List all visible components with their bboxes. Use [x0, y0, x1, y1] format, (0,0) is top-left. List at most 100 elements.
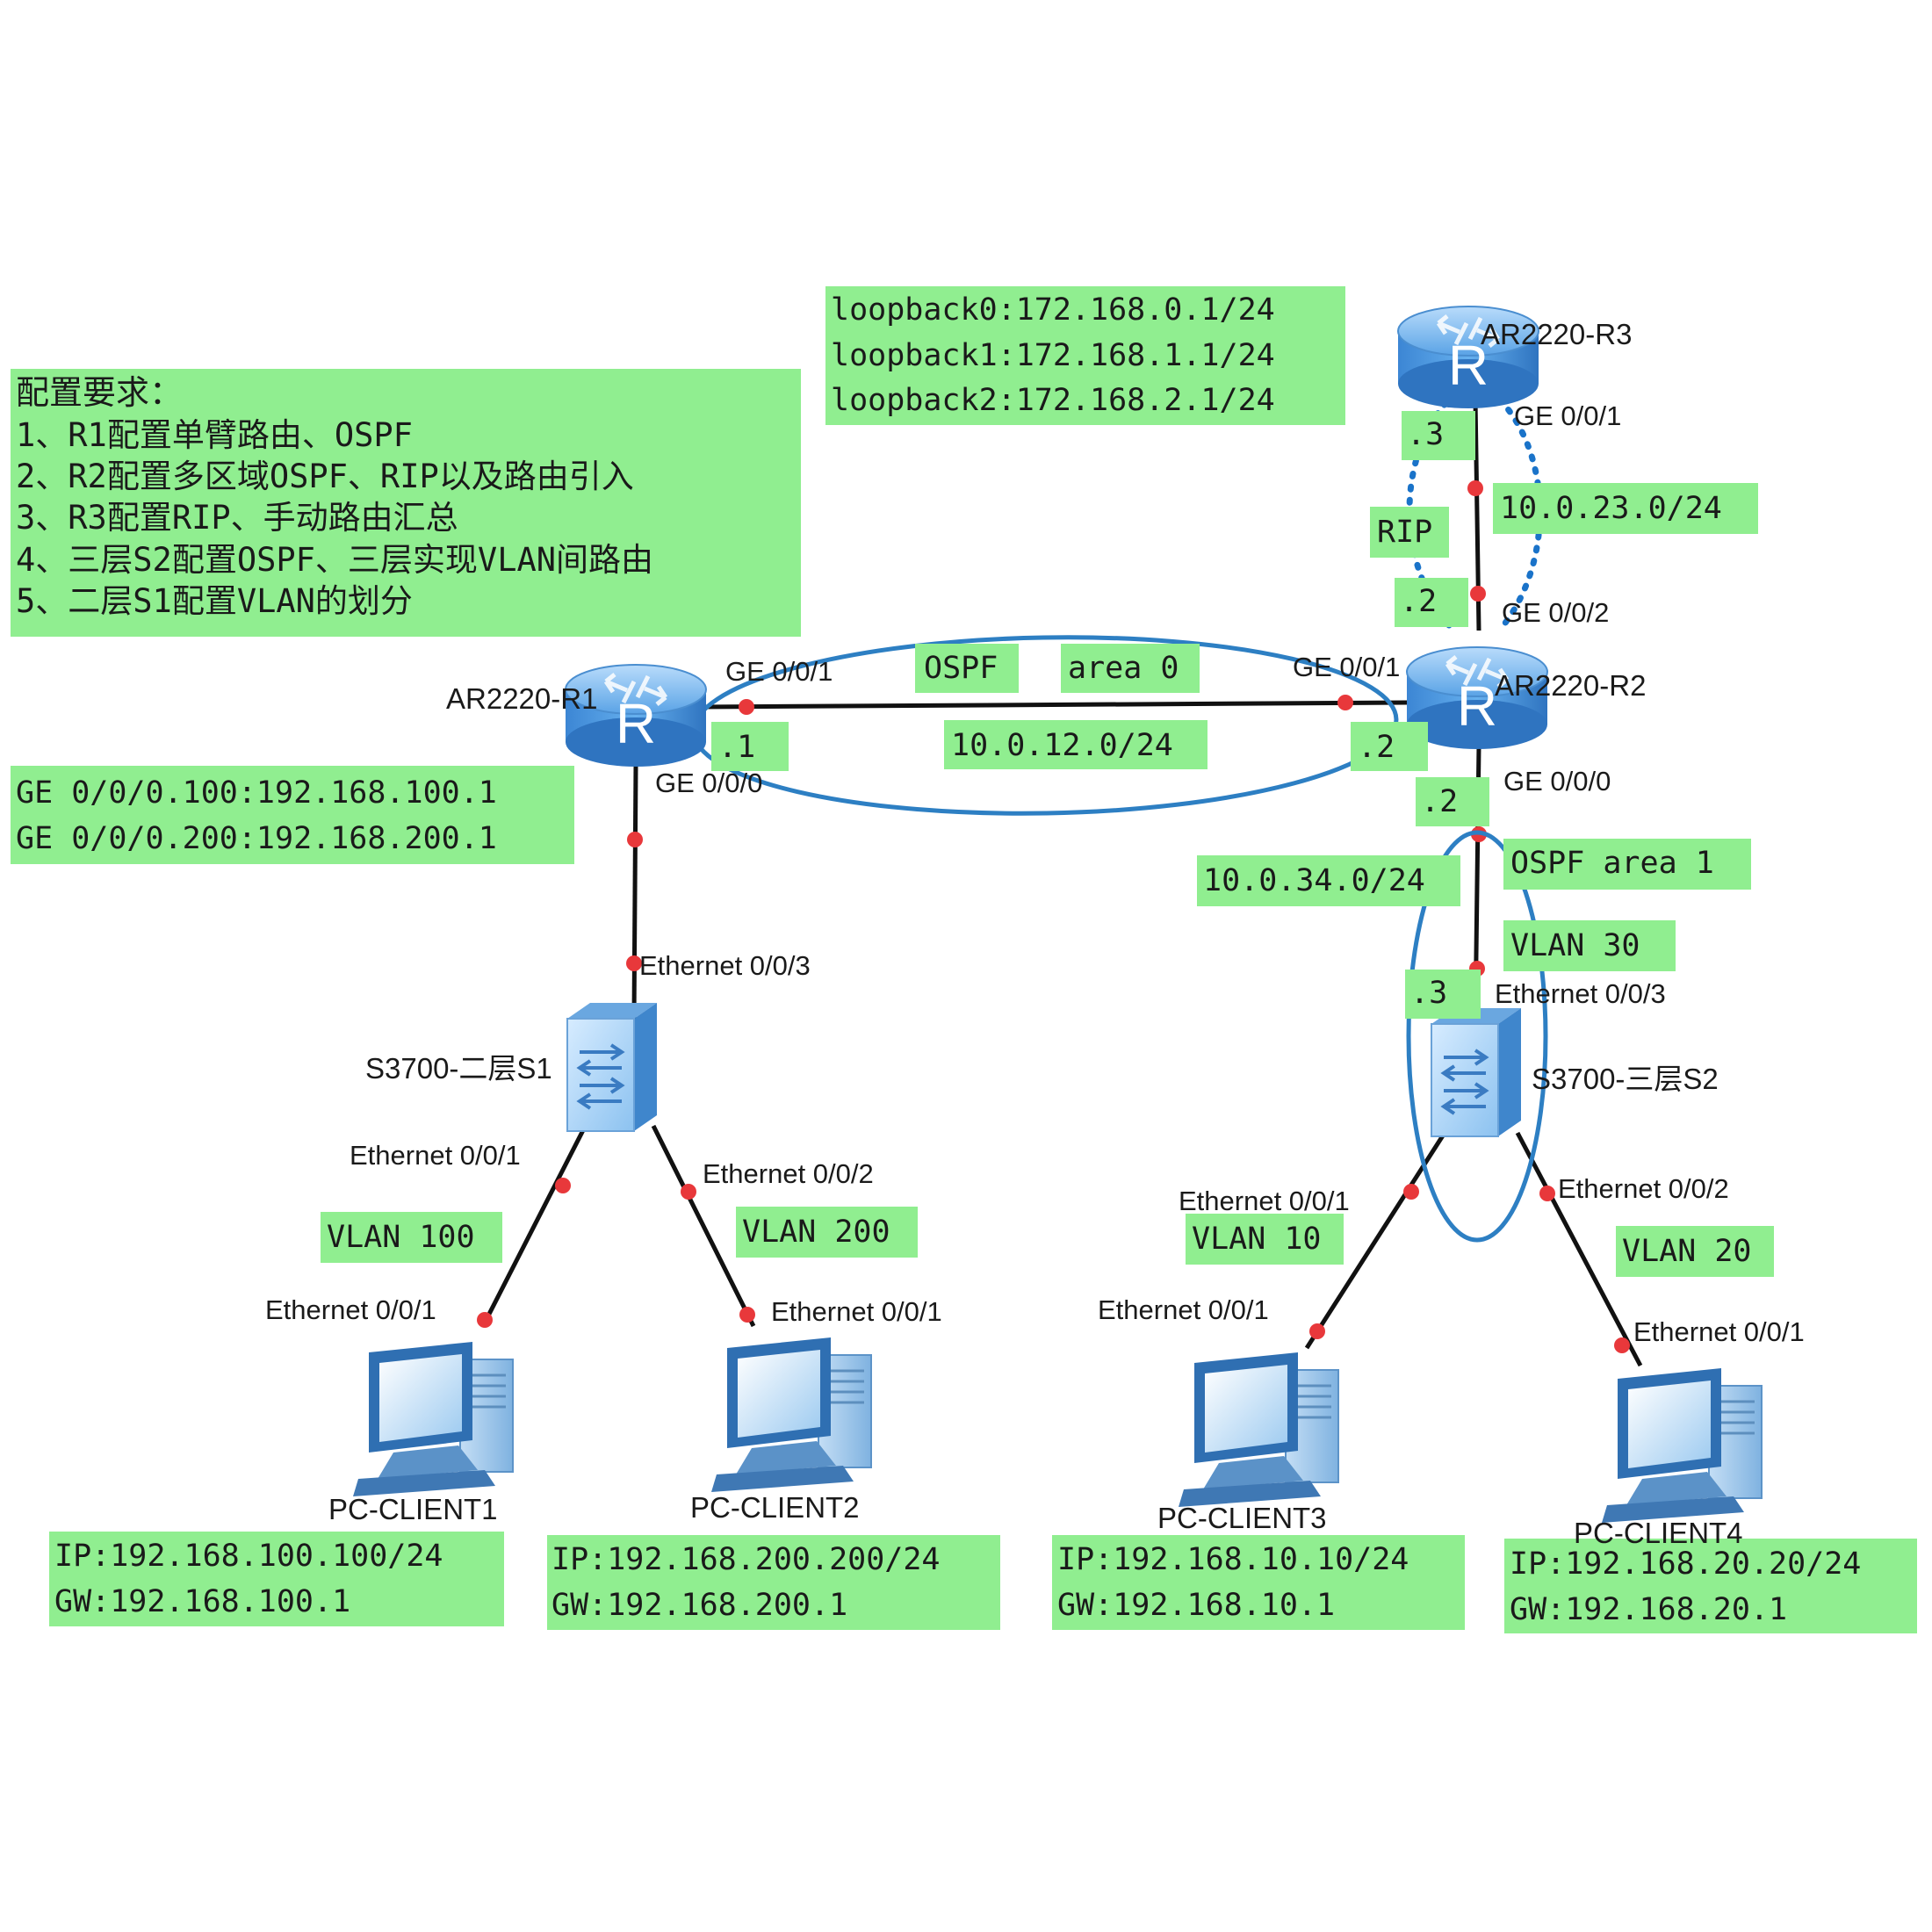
- pc-icon: [1177, 1351, 1340, 1509]
- ospf-area1-label: OSPF area 1: [1510, 846, 1714, 881]
- pc4-name-label: PC-CLIENT4: [1574, 1517, 1743, 1549]
- s2-host-label: .3: [1410, 976, 1447, 1011]
- pc-client4[interactable]: [1600, 1366, 1763, 1525]
- ospf-area0-label: OSPF: [924, 651, 998, 686]
- requirement-5: 5、二层S1配置VLAN的划分: [16, 582, 413, 620]
- vlan10-label: VLAN 10: [1192, 1222, 1322, 1257]
- pc1-gw: GW:192.168.100.1: [54, 1584, 350, 1619]
- pc2-ip-panel: IP:192.168.200.200/24 GW:192.168.200.1: [547, 1535, 1000, 1630]
- net23-label: 10.0.23.0/24: [1500, 491, 1722, 526]
- r2-host-34-label: .2: [1421, 784, 1458, 819]
- net12-label: 10.0.12.0/24: [951, 728, 1173, 763]
- loopback-panel: loopback0:172.168.0.1/24 loopback1:172.1…: [825, 286, 1345, 425]
- pc3-ip: IP:192.168.10.10/24: [1057, 1542, 1409, 1577]
- vlan200-label: VLAN 200: [742, 1215, 890, 1250]
- link-s2-pc3: [1304, 1131, 1447, 1350]
- net34-label: 10.0.34.0/24: [1203, 863, 1425, 898]
- port-dot-r1-ge000: [627, 832, 643, 847]
- port-dot-pc1-eth: [477, 1312, 493, 1328]
- port-dot-s1-eth003: [626, 955, 642, 971]
- pc2-gw: GW:192.168.200.1: [551, 1588, 847, 1623]
- port-dot-r2-ge002: [1470, 586, 1486, 602]
- r2-ge000-label: GE 0/0/0: [1503, 766, 1611, 797]
- pc4-ip: IP:192.168.20.20/24: [1510, 1546, 1861, 1582]
- requirement-3: 3、R3配置RIP、手动路由汇总: [16, 499, 458, 537]
- pc2-eth-label: Ethernet 0/0/1: [771, 1296, 942, 1327]
- r1-ge000-label: GE 0/0/0: [655, 768, 762, 798]
- r2-host-12-label: .2: [1358, 730, 1395, 765]
- link-s2-pc4: [1515, 1131, 1643, 1367]
- pc-icon: [1600, 1366, 1763, 1525]
- requirement-1: 1、R1配置单臂路由、OSPF: [16, 416, 413, 454]
- pc1-ip: IP:192.168.100.100/24: [54, 1539, 443, 1574]
- vlan20-label: VLAN 20: [1622, 1234, 1752, 1269]
- r2-ge001-label: GE 0/0/1: [1293, 652, 1400, 682]
- s1-name-label: S3700-二层S1: [365, 1052, 552, 1085]
- s2-eth001-label: Ethernet 0/0/1: [1179, 1186, 1350, 1216]
- port-dot-s2-eth002: [1539, 1186, 1555, 1201]
- s1-eth003-label: Ethernet 0/0/3: [639, 950, 811, 981]
- pc3-name-label: PC-CLIENT3: [1157, 1502, 1327, 1534]
- pc-icon: [351, 1340, 515, 1498]
- port-dot-s1-eth001: [555, 1178, 571, 1193]
- switch-s1[interactable]: [566, 1001, 659, 1133]
- s1-eth002-label: Ethernet 0/0/2: [703, 1158, 874, 1189]
- pc4-gw: GW:192.168.20.1: [1510, 1592, 1787, 1627]
- port-dot-r3-ge001: [1467, 480, 1483, 496]
- pc2-ip: IP:192.168.200.200/24: [551, 1542, 941, 1577]
- link-r1-s1: [631, 765, 638, 1021]
- r2-host-23-label: .2: [1400, 584, 1437, 619]
- r1-name-label: AR2220-R1: [446, 682, 597, 715]
- pc-client1[interactable]: [351, 1340, 515, 1498]
- router-icon: [566, 665, 706, 767]
- switch-s2[interactable]: [1430, 1006, 1523, 1138]
- requirement-2: 2、R2配置多区域OSPF、RIP以及路由引入: [16, 458, 634, 495]
- port-dot-r2-ge001: [1337, 695, 1353, 710]
- rip-label: RIP: [1377, 515, 1432, 550]
- port-dots: [477, 480, 1630, 1353]
- vlan30-label: VLAN 30: [1510, 928, 1640, 963]
- switch-icon: [1430, 1006, 1523, 1138]
- pc4-eth-label: Ethernet 0/0/1: [1633, 1316, 1805, 1347]
- r1-host-label: .1: [718, 730, 755, 765]
- r1-subif-100: GE 0/0/0.100:192.168.100.1: [16, 775, 497, 811]
- s2-name-label: S3700-三层S2: [1532, 1063, 1719, 1095]
- pc3-gw: GW:192.168.10.1: [1057, 1588, 1335, 1623]
- switch-icon: [566, 1001, 659, 1133]
- r3-host-label: .3: [1407, 417, 1444, 452]
- requirement-4: 4、三层S2配置OSPF、三层实现VLAN间路由: [16, 541, 653, 579]
- pc3-ip-panel: IP:192.168.10.10/24 GW:192.168.10.1: [1052, 1535, 1465, 1630]
- port-dot-r1-ge001: [739, 699, 754, 715]
- link-r1-r2: [700, 700, 1408, 710]
- port-dot-pc4-eth: [1614, 1337, 1630, 1353]
- pc-icon: [710, 1336, 873, 1494]
- port-dot-s2-eth001: [1403, 1184, 1419, 1200]
- pc1-name-label: PC-CLIENT1: [328, 1493, 498, 1525]
- s2-eth003-label: Ethernet 0/0/3: [1495, 978, 1666, 1009]
- link-s1-pc2: [651, 1124, 756, 1328]
- s1-eth001-label: Ethernet 0/0/1: [350, 1140, 521, 1171]
- pc3-eth-label: Ethernet 0/0/1: [1098, 1294, 1269, 1325]
- r3-name-label: AR2220-R3: [1481, 318, 1632, 350]
- vlan100-label: VLAN 100: [327, 1220, 475, 1255]
- pc4-ip-panel: IP:192.168.20.20/24 GW:192.168.20.1: [1504, 1539, 1917, 1633]
- r1-subif-200: GE 0/0/0.200:192.168.200.1: [16, 821, 497, 856]
- r3-ge001-label: GE 0/0/1: [1514, 400, 1621, 431]
- router-r1[interactable]: [566, 665, 706, 767]
- s2-eth002-label: Ethernet 0/0/2: [1558, 1173, 1729, 1204]
- requirements-title: 配置要求：: [16, 373, 183, 412]
- pc1-eth-label: Ethernet 0/0/1: [265, 1294, 436, 1325]
- pc-client2[interactable]: [710, 1336, 873, 1494]
- requirements-panel: 配置要求： 1、R1配置单臂路由、OSPF 2、R2配置多区域OSPF、RIP以…: [11, 369, 801, 637]
- port-dot-s1-eth002: [681, 1184, 696, 1200]
- pc1-ip-panel: IP:192.168.100.100/24 GW:192.168.100.1: [49, 1532, 504, 1626]
- pc2-name-label: PC-CLIENT2: [690, 1491, 860, 1524]
- port-dot-pc2-eth: [739, 1307, 755, 1323]
- port-dot-pc3-eth: [1309, 1323, 1325, 1339]
- loopback1: loopback1:172.168.1.1/24: [831, 338, 1275, 373]
- r1-ge001-label: GE 0/0/1: [725, 656, 833, 687]
- r1-subinterface-panel: GE 0/0/0.100:192.168.100.1 GE 0/0/0.200:…: [11, 766, 574, 864]
- pc-client3[interactable]: [1177, 1351, 1340, 1509]
- area0-label: area 0: [1068, 651, 1179, 686]
